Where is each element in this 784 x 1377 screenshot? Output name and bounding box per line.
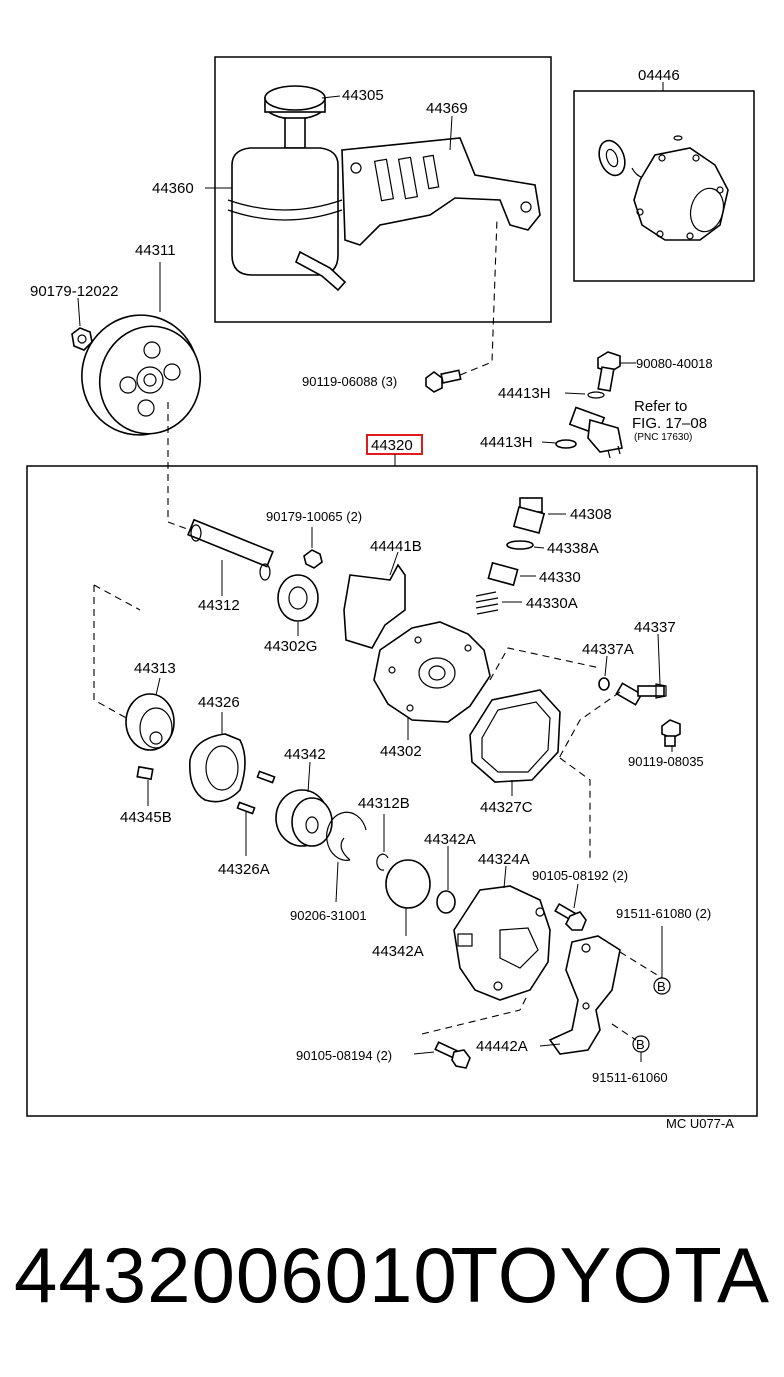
cam-ring-44326 xyxy=(188,733,246,803)
fitting-44337 xyxy=(615,682,667,706)
label-44312: 44312 xyxy=(198,597,240,614)
label-90105-08192: 90105-08192 (2) xyxy=(532,868,628,883)
fitting-90080-40018 xyxy=(587,351,621,399)
o-ring-44413h-lower xyxy=(555,439,577,449)
label-44326a: 44326A xyxy=(218,861,270,878)
rear-housing-44324a xyxy=(453,885,551,1001)
rotor-44313 xyxy=(125,693,175,751)
reservoir-tank xyxy=(227,85,347,292)
label-44311: 44311 xyxy=(135,242,176,259)
bracket-44442a xyxy=(548,935,621,1055)
label-44413h-lower: 44413H xyxy=(480,434,533,451)
label-91511-61060: 91511-61060 xyxy=(592,1070,668,1085)
label-44305: 44305 xyxy=(342,87,384,104)
gasket-44327c xyxy=(469,689,561,783)
label-90179-10065: 90179-10065 (2) xyxy=(266,509,362,524)
brand-name: TOYOTA xyxy=(450,1231,770,1319)
bearing-44302g xyxy=(277,574,319,622)
snap-ring-90206-31001 xyxy=(326,811,367,861)
diagram-code: MC U077-A xyxy=(666,1116,734,1131)
o-ring-44338a xyxy=(506,540,534,550)
label-44320: 44320 xyxy=(371,437,413,454)
label-44413h-upper: 44413H xyxy=(498,385,551,402)
kit-04446-box xyxy=(573,90,755,282)
label-44369: 44369 xyxy=(426,100,468,117)
label-44302g: 44302G xyxy=(264,638,317,655)
label-44342: 44342 xyxy=(284,746,326,763)
label-44330: 44330 xyxy=(539,569,581,586)
bolt-90105-08192 xyxy=(554,902,587,931)
bolt-90119-08035 xyxy=(661,719,681,747)
vane-44345b xyxy=(136,765,154,781)
pulley-44311 xyxy=(81,314,202,436)
label-90179-12022: 90179-12022 xyxy=(30,283,118,300)
union-44308 xyxy=(512,497,546,535)
label-91511-61080: 91511-61080 (2) xyxy=(616,906,711,921)
part-number: 4432006010 xyxy=(14,1231,458,1319)
label-44338a: 44338A xyxy=(547,540,599,557)
o-ring-44342a-small xyxy=(436,890,456,914)
bracket-44441b xyxy=(343,563,406,649)
label-44441b: 44441B xyxy=(370,538,422,555)
nut-90179-12022 xyxy=(71,327,93,351)
label-44308: 44308 xyxy=(570,506,612,523)
pressure-switch xyxy=(568,406,623,459)
pump-assembly-box xyxy=(26,465,758,1117)
parts-diagram: 44305 44369 44360 04446 44311 90179-1202… xyxy=(26,56,758,1131)
label-90105-08194: 90105-08194 (2) xyxy=(296,1048,392,1063)
label-90206-31001: 90206-31001 xyxy=(290,908,367,923)
label-44337a: 44337A xyxy=(582,641,634,658)
pin-44326a-lower xyxy=(236,801,256,815)
label-44302: 44302 xyxy=(380,743,422,760)
refer-line-2: FIG. 17–08 xyxy=(632,415,707,432)
callout-b-upper-text: B xyxy=(657,979,666,994)
gasket-kit-04446 xyxy=(598,135,729,241)
label-44442a: 44442A xyxy=(476,1038,528,1055)
plate-44342 xyxy=(275,789,333,847)
label-44342a-lower: 44342A xyxy=(372,943,424,960)
label-90119-06088: 90119-06088 (3) xyxy=(302,374,397,389)
valve-44330 xyxy=(487,561,519,587)
label-44326: 44326 xyxy=(198,694,240,711)
bolt-90119-06088 xyxy=(425,369,462,393)
refer-line-1: Refer to xyxy=(634,398,687,415)
refer-line-3: (PNC 17630) xyxy=(634,432,692,443)
label-44324a: 44324A xyxy=(478,851,530,868)
footer: 4432006010 TOYOTA xyxy=(0,1225,784,1335)
label-04446: 04446 xyxy=(638,67,680,84)
pump-body-44302 xyxy=(373,621,491,723)
o-ring-44342a-large xyxy=(385,859,431,909)
label-44337: 44337 xyxy=(634,619,676,636)
label-90119-08035: 90119-08035 xyxy=(628,754,704,769)
callout-b-lower-text: B xyxy=(636,1037,645,1052)
bolt-90105-08194 xyxy=(434,1041,471,1069)
label-44312b: 44312B xyxy=(358,795,410,812)
label-44327c: 44327C xyxy=(480,799,533,816)
snap-ring-44312b xyxy=(376,853,389,871)
reservoir-group-box xyxy=(214,56,552,323)
reservoir-bracket xyxy=(341,137,541,246)
label-44360: 44360 xyxy=(152,180,194,197)
label-44342a-upper: 44342A xyxy=(424,831,476,848)
label-90080-40018: 90080-40018 xyxy=(636,356,713,371)
pin-44326a-upper xyxy=(256,770,276,784)
o-ring-44337a xyxy=(598,677,610,691)
label-44330a: 44330A xyxy=(526,595,578,612)
label-44345b: 44345B xyxy=(120,809,172,826)
nut-90179-10065 xyxy=(303,549,323,569)
shaft-44312 xyxy=(187,518,274,581)
label-44313: 44313 xyxy=(134,660,176,677)
spring-44330a xyxy=(475,591,499,615)
